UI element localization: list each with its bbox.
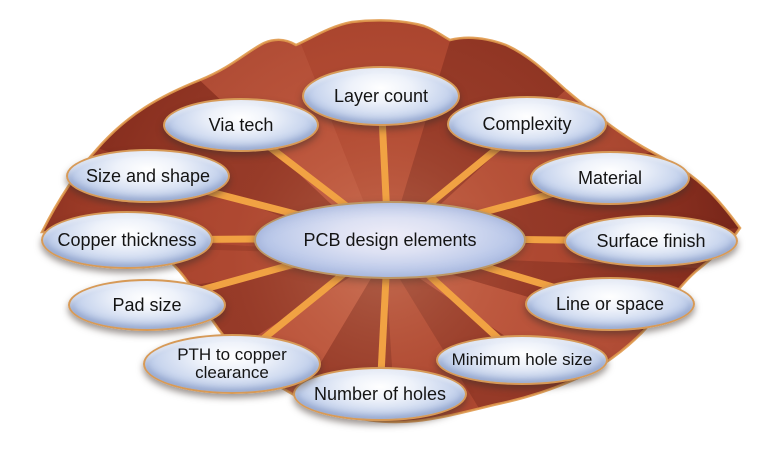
node-pad-size: Pad size bbox=[68, 279, 226, 331]
node-label: Pad size bbox=[112, 294, 182, 315]
node-size-and-shape: Size and shape bbox=[66, 149, 230, 203]
node-label: Line or space bbox=[555, 293, 665, 314]
node-pth-to-copper-clearance: PTH to copper clearance bbox=[143, 334, 321, 394]
node-via-tech: Via tech bbox=[163, 98, 319, 152]
node-label: Minimum hole size bbox=[451, 350, 593, 370]
center-node-label: PCB design elements bbox=[303, 229, 477, 250]
node-label: PTH to copper clearance bbox=[177, 345, 287, 382]
node-label: Surface finish bbox=[596, 230, 706, 251]
node-label: Material bbox=[577, 167, 643, 188]
node-label: Via tech bbox=[208, 114, 274, 135]
center-node-pcb-design-elements: PCB design elements bbox=[254, 201, 526, 279]
node-label: Complexity bbox=[482, 113, 572, 134]
node-complexity: Complexity bbox=[447, 96, 607, 152]
node-line-or-space: Line or space bbox=[525, 277, 695, 331]
node-label: Size and shape bbox=[85, 165, 211, 186]
node-label: Copper thickness bbox=[57, 229, 197, 250]
node-label: Layer count bbox=[333, 85, 429, 106]
node-minimum-hole-size: Minimum hole size bbox=[436, 335, 608, 385]
node-number-of-holes: Number of holes bbox=[293, 367, 467, 421]
node-layer-count: Layer count bbox=[302, 66, 460, 126]
node-surface-finish: Surface finish bbox=[564, 215, 738, 267]
node-material: Material bbox=[530, 151, 690, 205]
node-copper-thickness: Copper thickness bbox=[41, 211, 213, 269]
node-label: Number of holes bbox=[313, 383, 447, 404]
